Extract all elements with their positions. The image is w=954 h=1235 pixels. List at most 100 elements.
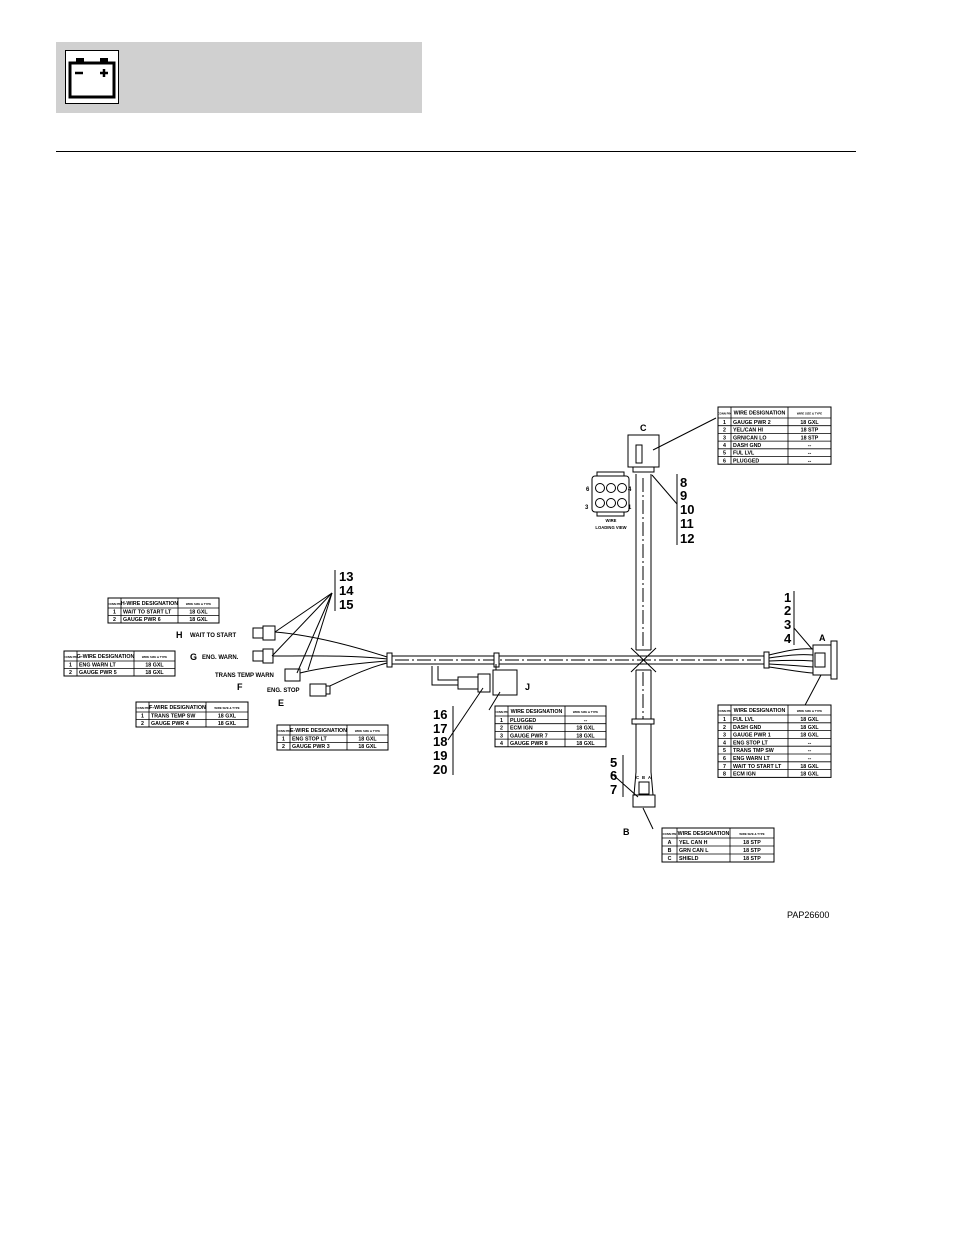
table-cell: PLUGGED	[733, 458, 759, 464]
table-cell: GAUGE PWR 1	[733, 733, 771, 739]
table-header: CONN PIN	[108, 602, 122, 606]
table-cell: DASH GND	[733, 725, 761, 731]
callout-group-16-20: 16 17 18 19 20	[433, 707, 447, 777]
table-cell: 18 GXL	[358, 737, 377, 743]
table-cell: GRN CAN L	[679, 848, 709, 854]
table-cell: 1	[69, 663, 72, 669]
table-cell: ENG STOP LT	[292, 737, 327, 743]
table-header: WIRE SIZE & TYPE	[573, 710, 598, 714]
table-cell: GAUGE PWR 3	[292, 744, 330, 750]
pin-number-6: 6	[586, 487, 590, 493]
connector-label-a: A	[819, 633, 826, 643]
table-cell: 2	[282, 744, 285, 750]
table-cell: --	[808, 458, 812, 464]
battery-icon	[65, 50, 119, 104]
table-cell: 1	[141, 714, 144, 720]
table-cell: SHIELD	[679, 856, 699, 862]
connector-label-h: H	[176, 630, 183, 640]
table-cell: --	[808, 443, 812, 449]
callout-15: 15	[339, 597, 353, 612]
callout-group-13-15: 13 14 15	[339, 569, 354, 612]
table-cell: 18 STP	[743, 856, 761, 862]
table-cell: 18 GXL	[189, 610, 208, 616]
callout-6: 6	[610, 768, 617, 783]
table-cell: C	[668, 856, 672, 862]
header-rule	[56, 151, 856, 152]
table-frame	[107, 597, 220, 624]
callout-10: 10	[680, 502, 694, 517]
table-cell: GAUGE PWR 2	[733, 420, 771, 426]
table-header: WIRE DESIGNATION	[734, 708, 786, 714]
table-cell: TRANS TMP SW	[733, 748, 774, 754]
callout-16: 16	[433, 707, 447, 722]
table-cell: 1	[723, 420, 726, 426]
table-cell: 1	[500, 718, 503, 724]
table-cell: 3	[500, 733, 503, 739]
callout-4: 4	[784, 631, 792, 646]
table-cell: 4	[723, 443, 726, 449]
table-cell: YEL/CAN HI	[733, 428, 764, 434]
table-cell: 18 GXL	[576, 733, 595, 739]
callout-20: 20	[433, 762, 447, 777]
table-header: WIRE SIZE & TYPE	[355, 729, 380, 733]
callout-18: 18	[433, 734, 447, 749]
callout-17: 17	[433, 721, 447, 736]
figure-id: PAP26600	[787, 910, 829, 920]
table-cell: GAUGE PWR 6	[123, 617, 161, 623]
table-cell: 2	[500, 726, 503, 732]
table-cell: 2	[141, 721, 144, 727]
table-cell: 18 STP	[801, 435, 819, 441]
connector-b-pin-a: A	[648, 775, 651, 780]
table-cell: 18 GXL	[358, 744, 377, 750]
table-cell: 18 GXL	[576, 741, 595, 747]
table-cell: 18 GXL	[800, 764, 819, 770]
table-header: CONN PIN	[64, 655, 78, 659]
header-bar	[56, 42, 422, 113]
table-header: WIRE DESIGNATION	[678, 831, 730, 837]
connector-b-pin-c: C	[636, 775, 639, 780]
table-cell: 5	[723, 748, 726, 754]
table-cell: --	[808, 748, 812, 754]
table-cell: 18 STP	[743, 848, 761, 854]
table-cell: 18 GXL	[189, 617, 208, 623]
table-cell: 6	[723, 756, 726, 762]
table-cell: 1	[723, 717, 726, 723]
table-header: WIRE DESIGNATION	[511, 709, 563, 715]
table-cell: 18 GXL	[218, 721, 237, 727]
table-cell: 18 GXL	[145, 670, 164, 676]
table-cell: 2	[723, 428, 726, 434]
table-cell: 1	[113, 610, 116, 616]
table-cell: ENG STOP LT	[733, 740, 768, 746]
table-cell: ECM IGN	[733, 772, 756, 778]
branch-label-f: TRANS TEMP WARN	[215, 673, 274, 679]
table-cell: FUL LVL	[733, 451, 755, 457]
table-cell: 18 GXL	[800, 420, 819, 426]
callout-12: 12	[680, 531, 694, 546]
loading-view-label-2: LOADING VIEW	[595, 525, 626, 530]
table-cell: ENG WARN LT	[733, 756, 770, 762]
table-frame	[135, 701, 249, 728]
table-cell: 3	[723, 435, 726, 441]
callout-group-5-7: 5 6 7	[610, 755, 617, 797]
table-cell: 18 GXL	[800, 733, 819, 739]
table-cell: 18 GXL	[800, 772, 819, 778]
table-cell: ECM IGN	[510, 726, 533, 732]
pin-number-4: 4	[628, 487, 632, 493]
table-cell: 5	[723, 451, 726, 457]
connector-b-pin-b: B	[642, 775, 645, 780]
table-cell: 7	[723, 764, 726, 770]
table-cell: PLUGGED	[510, 718, 536, 724]
table-cell: --	[808, 451, 812, 457]
table-cell: 2	[723, 725, 726, 731]
wire-tables: CONN PIN WIRE DESIGNATION WIRE SIZE & TYPE…	[63, 406, 832, 863]
table-cell: 3	[723, 733, 726, 739]
callout-11: 11	[680, 516, 694, 531]
table-cell: 2	[113, 617, 116, 623]
table-header: CONN PIN	[277, 729, 291, 733]
callout-7: 7	[610, 782, 617, 797]
table-frame	[494, 705, 607, 748]
